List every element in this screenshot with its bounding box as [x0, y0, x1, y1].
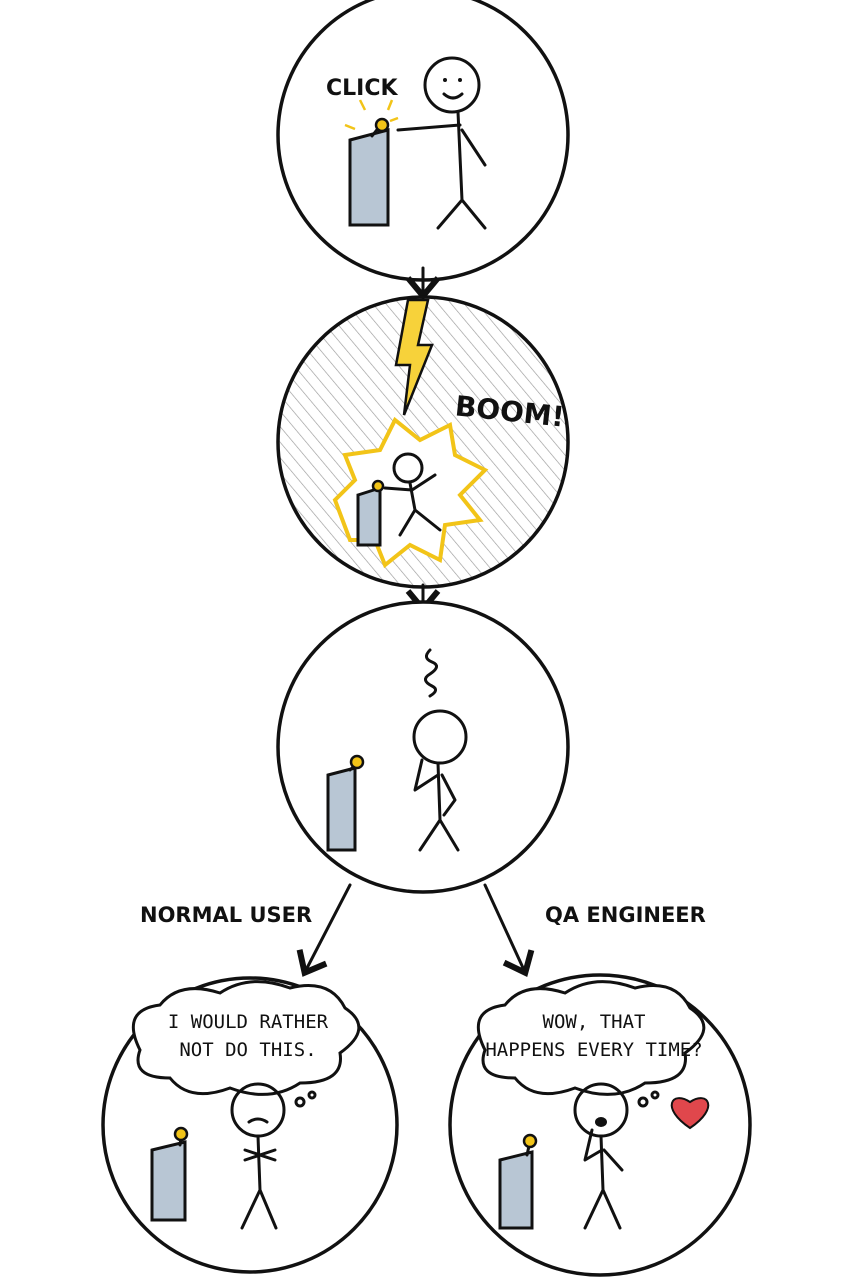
panel-qa-engineer: WOW, THAT HAPPENS EVERY TIME? [448, 973, 752, 1277]
arrow-normal-user [296, 883, 352, 977]
thought-line-1: I WOULD RATHER [168, 1011, 329, 1033]
panel-normal-user: I WOULD RATHER NOT DO THIS. [101, 976, 399, 1274]
confused-squiggle-icon [424, 648, 438, 698]
click-sound-text: CLICK [326, 76, 398, 101]
panel-boom: BOOM! [276, 295, 570, 589]
normal-user-label: NORMAL USER [140, 903, 312, 927]
arrow-qa-engineer [483, 883, 535, 977]
heart-icon [670, 1097, 710, 1130]
thought-line-2: HAPPENS EVERY TIME? [485, 1039, 702, 1061]
thought-bubble [476, 980, 706, 1096]
thought-line-1: WOW, THAT [543, 1011, 646, 1033]
qa-engineer-label: QA ENGINEER [545, 903, 706, 927]
panel-thinking [276, 600, 570, 894]
panel-click: CLICK [276, 0, 570, 282]
button-icon [374, 117, 390, 133]
podium-icon [348, 128, 390, 227]
thought-bubble [131, 980, 361, 1096]
stick-figure [396, 56, 487, 230]
lightning-icon [394, 298, 434, 416]
thought-line-2: NOT DO THIS. [179, 1039, 316, 1061]
